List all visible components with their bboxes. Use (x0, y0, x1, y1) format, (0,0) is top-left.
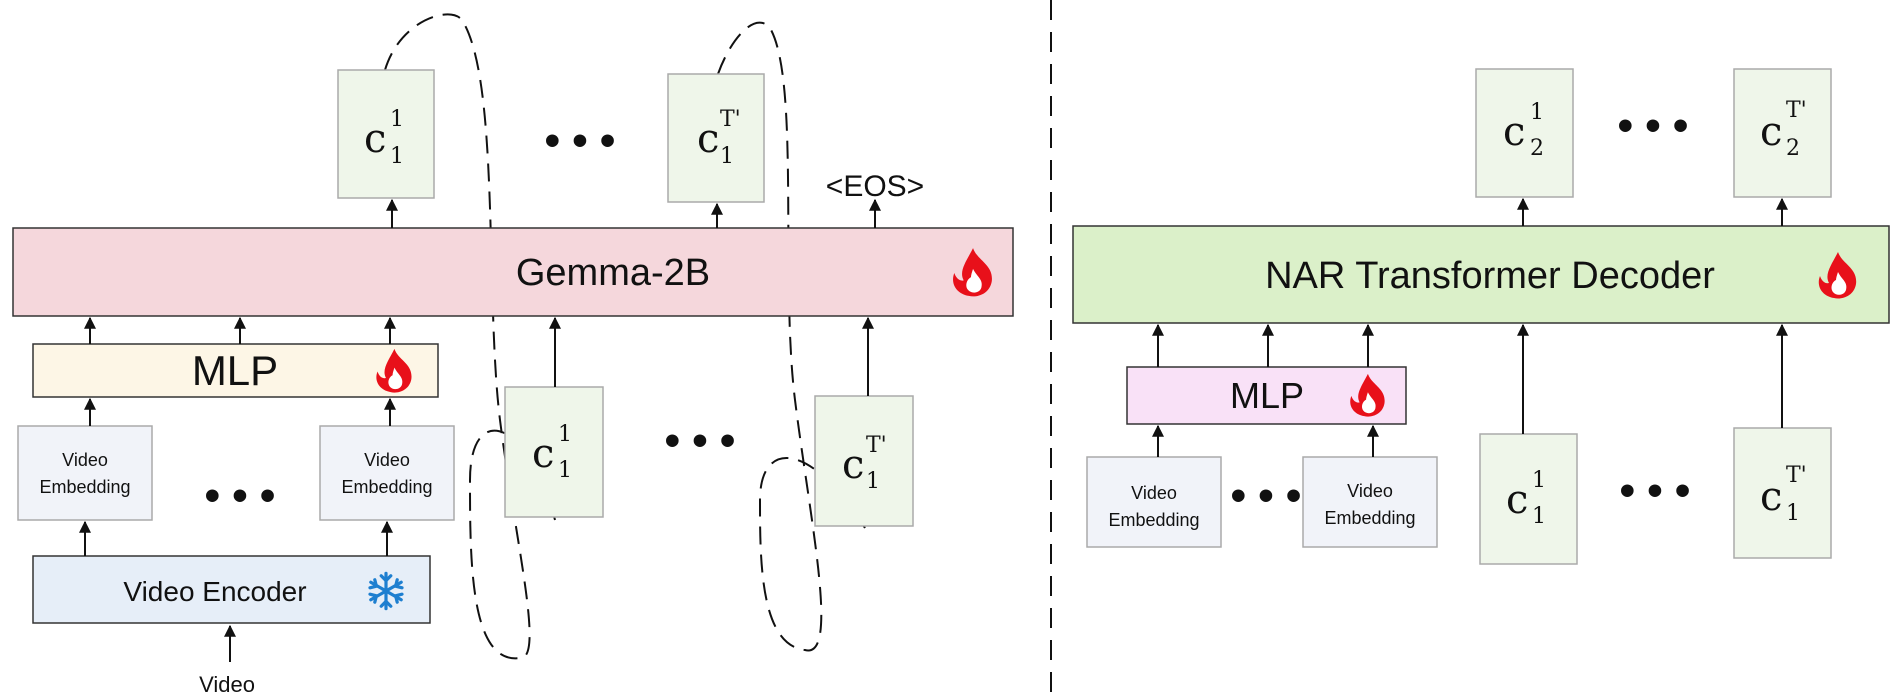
video-embedding-1-line1: Video (62, 450, 108, 470)
decoder-output-token-last-base: c (1760, 109, 1782, 155)
video-encoder-label: Video Encoder (123, 576, 306, 607)
decoder-input-token-last (1733, 427, 1832, 559)
decoder-output-token-first-sup: 1 (1530, 100, 1544, 125)
decoder-output-ellipsis: • • • (1618, 101, 1689, 150)
decoder-label: NAR Transformer Decoder (1265, 255, 1715, 297)
decoder-input-token-first-sub: 1 (1532, 504, 1546, 529)
llm-label: Gemma-2B (516, 252, 710, 294)
output-token-first (337, 69, 435, 199)
input-token-last (814, 395, 914, 527)
input-token-first-sup: 1 (558, 422, 572, 447)
video-embedding-2 (319, 425, 455, 521)
llm-block (12, 227, 1014, 317)
input-token-last-base: c (842, 442, 864, 488)
mlp-label-left: MLP (192, 347, 278, 394)
output-token-last-sup: T' (720, 107, 741, 132)
decoder-input-ellipsis: • • • (1620, 466, 1691, 515)
video-embedding-right-2-line1: Video (1347, 481, 1393, 501)
video-embedding-right-2-line2: Embedding (1324, 508, 1415, 528)
decoder-output-token-last-sub: 2 (1786, 136, 1800, 161)
decoder-input-token-first-base: c (1506, 477, 1528, 523)
output-token-first-label: c (364, 116, 386, 162)
output-token-last-sub: 1 (720, 144, 734, 169)
video-input-label: Video (199, 672, 255, 697)
embedding-ellipsis-left: • • • (205, 471, 276, 520)
video-embedding-right-2 (1302, 456, 1438, 548)
decoder-output-token-first (1475, 68, 1574, 198)
decoder-output-token-first-base: c (1503, 109, 1525, 155)
video-embedding-right-1-line1: Video (1131, 483, 1177, 503)
output-ellipsis: • • • (545, 116, 616, 165)
left-panel: Gemma-2B c 1 1 • • • c T' 1 <EOS> MLP Vi… (12, 13, 1014, 697)
embedding-ellipsis-right: • • • (1231, 471, 1302, 520)
video-encoder-block (32, 555, 431, 624)
input-token-last-sub: 1 (866, 469, 880, 494)
video-embedding-1 (17, 425, 153, 521)
decoder-input-token-first-sup: 1 (1532, 468, 1546, 493)
decoder-input-token-last-base: c (1760, 474, 1782, 520)
output-token-last (667, 73, 765, 203)
mlp-block-left (32, 343, 439, 398)
output-token-last-base: c (697, 116, 719, 162)
decoder-block (1072, 225, 1890, 324)
decoder-input-token-last-sup: T' (1786, 463, 1807, 488)
input-token-last-sup: T' (866, 433, 887, 458)
input-ellipsis-left: • • • (665, 416, 736, 465)
video-embedding-right-1-line2: Embedding (1108, 510, 1199, 530)
video-embedding-2-line1: Video (364, 450, 410, 470)
decoder-output-token-last (1733, 68, 1832, 198)
decoder-output-token-last-sup: T' (1786, 98, 1807, 123)
output-token-first-sub: 1 (390, 144, 404, 169)
eos-label: <EOS> (826, 170, 924, 203)
decoder-input-token-last-sub: 1 (1786, 501, 1800, 526)
video-embedding-2-line2: Embedding (341, 477, 432, 497)
input-token-first-sub: 1 (558, 458, 572, 483)
decoder-input-token-first (1479, 433, 1578, 565)
input-token-first-base: c (532, 431, 554, 477)
mlp-label-right: MLP (1230, 375, 1304, 416)
output-token-first-sup: 1 (390, 107, 404, 132)
video-embedding-right-1 (1086, 456, 1222, 548)
video-embedding-1-line2: Embedding (39, 477, 130, 497)
right-panel: NAR Transformer Decoder c 1 2 • • • c T'… (1072, 68, 1890, 565)
decoder-output-token-first-sub: 2 (1530, 136, 1544, 161)
feedback-loop-2 (717, 21, 866, 652)
